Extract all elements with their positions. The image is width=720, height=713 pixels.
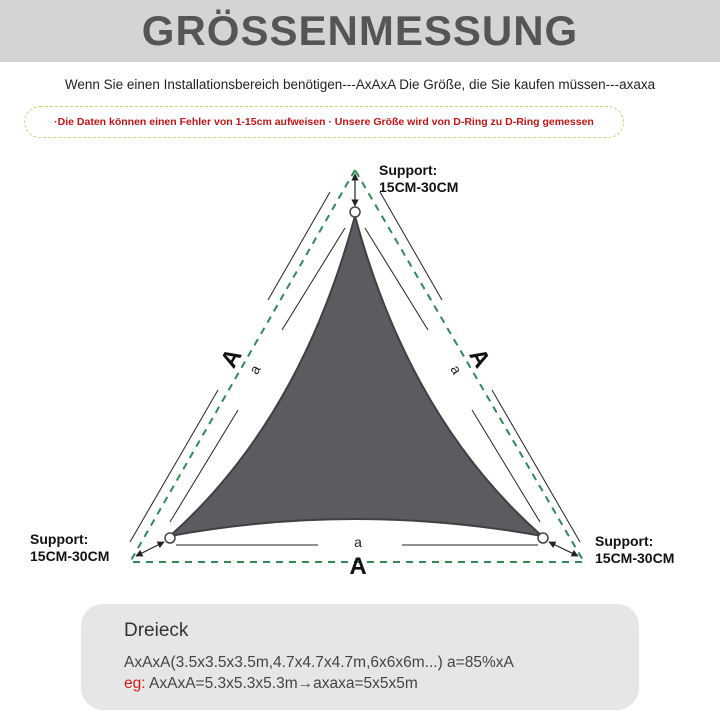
card-size-line: AxAxA(3.5x3.5x3.5m,4.7x4.7x4.7m,6x6x6m..… bbox=[124, 654, 514, 671]
label-bottom-big-a: A bbox=[349, 553, 366, 580]
label-left-small-a: a bbox=[246, 362, 264, 377]
dim-line-left-inner-lower bbox=[169, 409, 239, 523]
label-left-big-a: A bbox=[215, 344, 247, 373]
dim-line-left-outer-upper bbox=[267, 191, 331, 301]
d-ring-right bbox=[537, 532, 549, 544]
installation-outline bbox=[128, 168, 586, 563]
example-text: AxAxA=5.3x5.3x5.3m→axaxa=5x5x5m bbox=[145, 675, 418, 692]
support-label-top: Support: 15CM-30CM bbox=[379, 162, 459, 195]
label-bottom-small-a: a bbox=[354, 534, 362, 550]
dim-line-right-inner-lower bbox=[471, 409, 541, 523]
dim-line-left-outer-lower bbox=[129, 389, 219, 543]
page-title: GRÖSSENMESSUNG bbox=[141, 7, 579, 54]
support-arrow-right bbox=[548, 541, 579, 557]
support-label-left: Support: 15CM-30CM bbox=[30, 531, 110, 564]
triangle-diagram: A a A a a A Support: 15CM-30CM Support: … bbox=[0, 150, 720, 590]
header-banner: GRÖSSENMESSUNG bbox=[0, 0, 720, 62]
dim-line-left-inner-upper bbox=[281, 227, 346, 331]
dim-line-right-inner-upper bbox=[364, 227, 429, 331]
dim-line-right-outer-lower bbox=[491, 389, 581, 543]
label-right-small-a: a bbox=[447, 362, 465, 377]
example-label: eg: bbox=[124, 675, 146, 692]
support-arrow-left bbox=[135, 541, 165, 557]
card-example-line: eg: AxAxA=5.3x5.3x5.3m→axaxa=5x5x5m bbox=[124, 673, 639, 694]
support-label-right: Support: 15CM-30CM bbox=[595, 533, 675, 566]
triangle-svg: A a A a a A bbox=[128, 168, 586, 580]
d-ring-left bbox=[164, 532, 176, 544]
label-right-big-a: A bbox=[463, 344, 495, 373]
shade-sail bbox=[166, 212, 546, 538]
dim-line-right-outer-upper bbox=[379, 191, 443, 301]
d-ring-top bbox=[349, 206, 361, 218]
intro-text: Wenn Sie einen Installationsbereich benö… bbox=[64, 77, 656, 92]
card-title: Dreieck bbox=[124, 620, 189, 641]
info-card: Dreieck AxAxA(3.5x3.5x3.5m,4.7x4.7x4.7m,… bbox=[81, 604, 639, 710]
notice-box: ·Die Daten können einen Fehler von 1-15c… bbox=[24, 106, 624, 138]
notice-text: ·Die Daten können einen Fehler von 1-15c… bbox=[54, 116, 594, 128]
